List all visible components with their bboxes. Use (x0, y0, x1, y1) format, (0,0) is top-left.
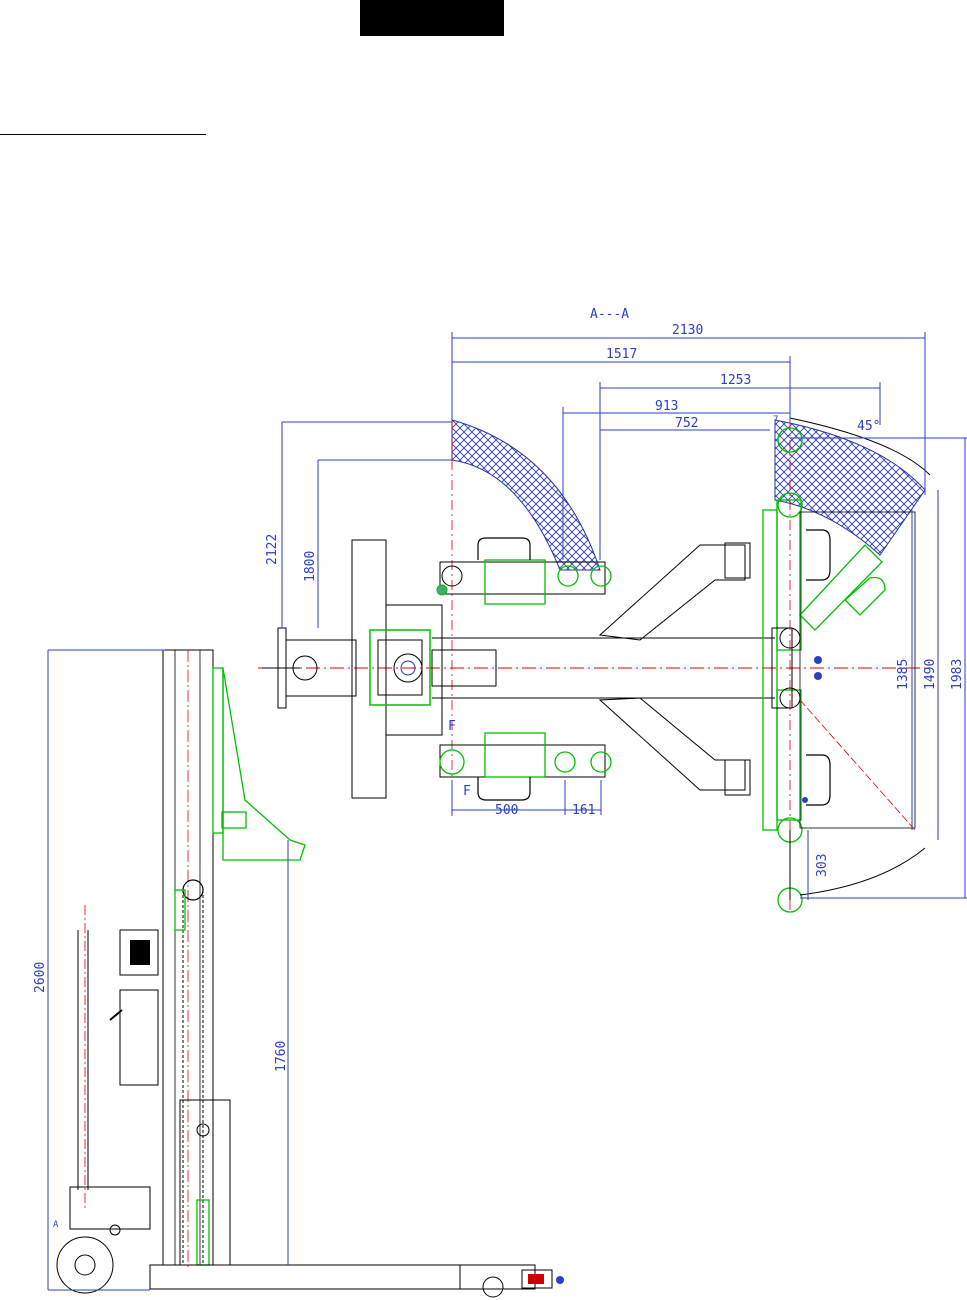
dim-161: 161 (572, 803, 595, 818)
dim-1385: 1385 (896, 659, 911, 690)
marker-7: 7 (773, 415, 778, 425)
angle-label: 45° (857, 419, 880, 434)
dim-1517: 1517 (606, 347, 637, 362)
dim-2130: 2130 (672, 323, 703, 338)
section-label: A---A (590, 307, 629, 322)
hatch-zone-right (774, 419, 926, 556)
dim-1983: 1983 (950, 659, 965, 690)
dim-752: 752 (675, 416, 698, 431)
dim-1490: 1490 (923, 659, 938, 690)
dim-913: 913 (655, 399, 678, 414)
dim-2600: 2600 (33, 962, 48, 993)
title-block-black (360, 0, 504, 36)
dim-2122: 2122 (265, 534, 280, 565)
title-underline (0, 134, 206, 135)
dim-1800: 1800 (303, 551, 318, 582)
dim-1253: 1253 (720, 373, 751, 388)
marker-a-side: A (53, 1220, 59, 1230)
dim-500: 500 (495, 803, 518, 818)
side-view (47, 649, 564, 1298)
dim-303: 303 (815, 854, 830, 877)
hatch-zone-left (451, 419, 601, 571)
marker-f-lower: F (463, 784, 471, 799)
dim-1760: 1760 (274, 1041, 289, 1072)
top-view (258, 332, 967, 913)
marker-f-upper: F (448, 719, 456, 734)
